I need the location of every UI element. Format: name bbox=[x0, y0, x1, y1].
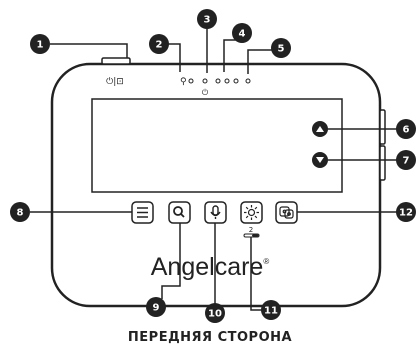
power-led-label: ⏻ bbox=[202, 88, 209, 97]
callout-5: 5 bbox=[271, 38, 291, 58]
alert-led bbox=[245, 78, 251, 84]
svg-text:11: 11 bbox=[264, 306, 278, 317]
signal-leds bbox=[215, 78, 239, 84]
callout-4: 4 bbox=[232, 23, 252, 43]
down-arrow-icon bbox=[316, 157, 324, 163]
screen bbox=[91, 98, 343, 193]
microphone-icon bbox=[210, 205, 221, 219]
search-icon bbox=[173, 206, 185, 218]
svg-text:9: 9 bbox=[153, 303, 160, 314]
svg-text:6: 6 bbox=[403, 125, 410, 136]
callout-8: 8 bbox=[10, 202, 30, 222]
search-button[interactable] bbox=[168, 201, 191, 224]
callout-9: 9 bbox=[146, 297, 166, 317]
brightness-button[interactable] bbox=[240, 201, 263, 224]
svg-text:3: 3 bbox=[204, 15, 211, 26]
power-button[interactable] bbox=[101, 57, 131, 65]
svg-text:4: 4 bbox=[239, 29, 246, 40]
callout-2: 2 bbox=[149, 34, 169, 54]
svg-text:1: 1 bbox=[37, 40, 44, 51]
mic-led: ⚲ bbox=[180, 77, 194, 87]
callout-1: 1 bbox=[30, 34, 50, 54]
microphone-button[interactable] bbox=[204, 201, 227, 224]
side-button-top[interactable] bbox=[379, 109, 386, 145]
volume-label: 2 bbox=[249, 226, 253, 234]
brand-logo: Angelcare® bbox=[151, 253, 270, 281]
svg-text:2: 2 bbox=[156, 40, 163, 51]
callout-11: 11 bbox=[261, 300, 281, 320]
menu-button[interactable] bbox=[131, 201, 154, 224]
down-arrow-button[interactable] bbox=[312, 152, 328, 168]
svg-text:10: 10 bbox=[208, 309, 222, 320]
power-label: ⏻|⊡ bbox=[106, 76, 124, 87]
callout-7: 7 bbox=[396, 150, 416, 170]
callout-12: 12 bbox=[396, 202, 416, 222]
callout-lines bbox=[30, 29, 398, 312]
up-arrow-button[interactable] bbox=[312, 121, 328, 137]
camera-switch-button[interactable] bbox=[275, 201, 298, 224]
brightness-icon bbox=[244, 205, 259, 220]
svg-text:7: 7 bbox=[403, 156, 410, 167]
svg-text:12: 12 bbox=[399, 208, 413, 219]
sound-icon: ⚲ bbox=[180, 77, 187, 87]
diagram-caption: ПЕРЕДНЯЯ СТОРОНА bbox=[127, 330, 293, 345]
callout-3: 3 bbox=[197, 9, 217, 29]
menu-icon bbox=[137, 207, 148, 218]
up-arrow-icon bbox=[316, 126, 324, 132]
side-button-bottom[interactable] bbox=[379, 145, 386, 181]
power-led bbox=[202, 78, 208, 84]
camera-switch-icon bbox=[279, 206, 294, 219]
callout-10: 10 bbox=[205, 303, 225, 323]
callout-6: 6 bbox=[396, 119, 416, 139]
svg-text:5: 5 bbox=[278, 44, 285, 55]
svg-text:8: 8 bbox=[17, 208, 24, 219]
